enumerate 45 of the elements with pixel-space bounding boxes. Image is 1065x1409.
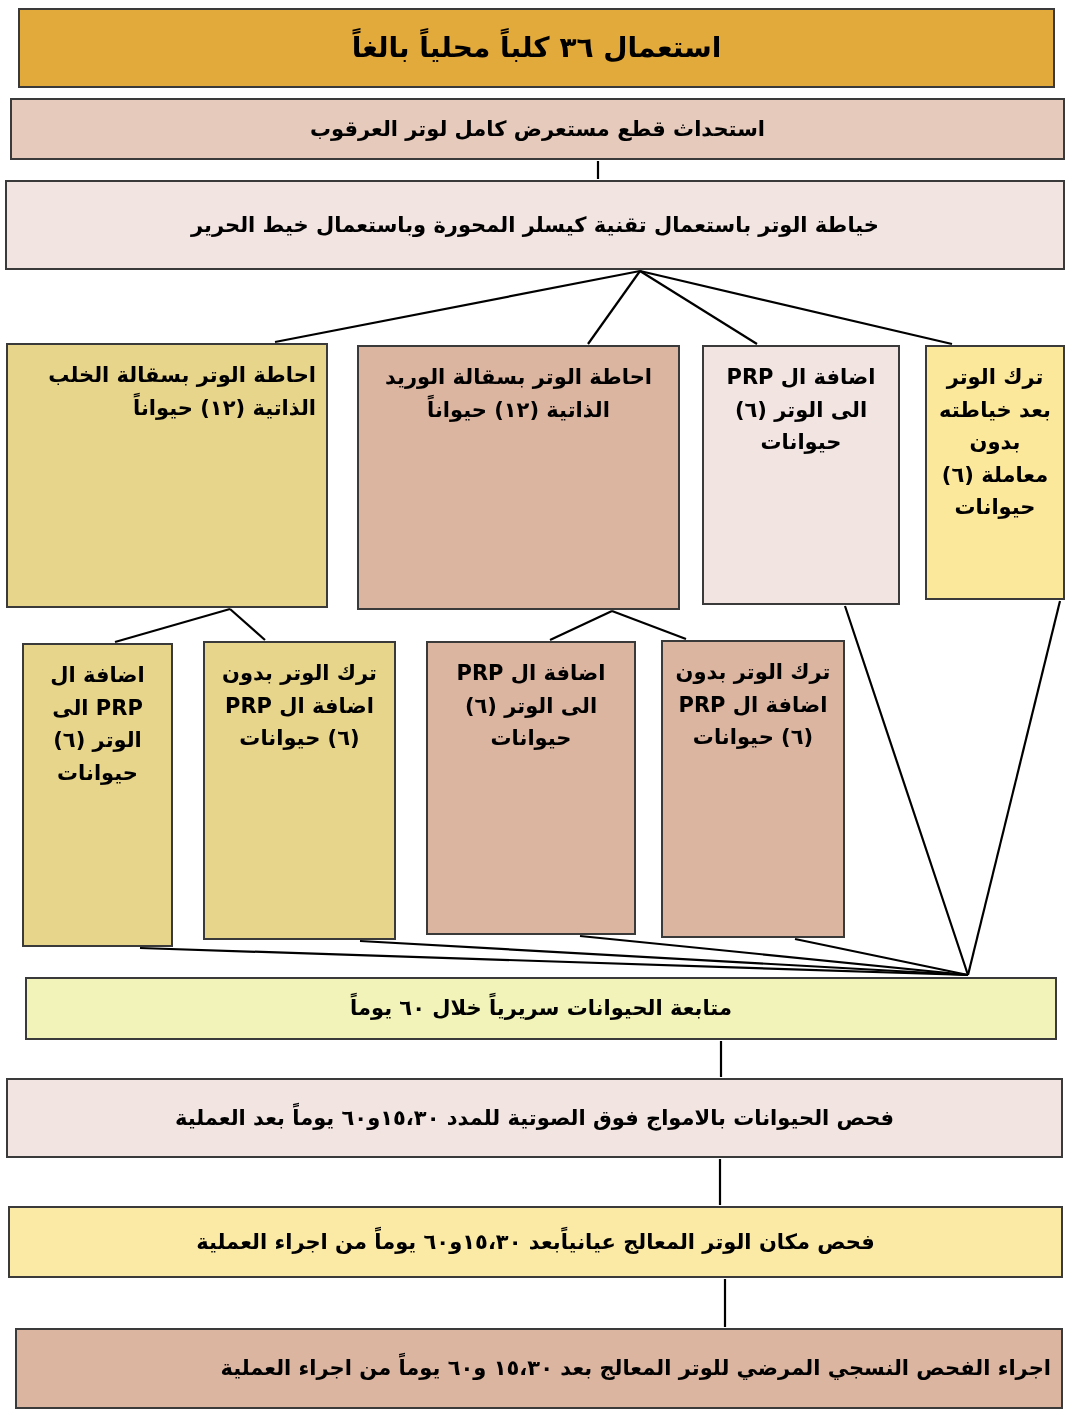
box-text: اجراء الفحص النسجي المرضي للوتر المعالج بعد ١٥،٣٠ و٦٠ يوماً من اجراء العملية (27, 1352, 1051, 1385)
process-box (10, 98, 1065, 160)
box-text: استحداث قطع مستعرض كامل لوتر العرقوب (308, 115, 767, 143)
title-box (18, 8, 1055, 88)
box-text: اضافة ال PRP الى الوتر (٦) حيوانات (725, 364, 877, 457)
connector-line (274, 269, 641, 344)
connector-line (639, 269, 953, 346)
process-box (5, 180, 1065, 270)
group-box (22, 643, 173, 947)
group-box (702, 345, 900, 605)
connector-line (114, 607, 231, 644)
connector-line (587, 270, 641, 345)
connector-line (611, 609, 687, 641)
connector-line (596, 161, 600, 179)
box-text: اضافة ال PRP الى الوتر (٦) حيوانات (49, 662, 146, 787)
box-text: احاطة الوتر بسقالة الخلب الذاتية (١٢) حيواناً (47, 362, 316, 422)
group-box (426, 641, 636, 935)
box-text: ترك الوتر بدون اضافة ال PRP (٦) حيوانات (674, 659, 832, 752)
connector-line (639, 270, 758, 345)
connector-line (549, 610, 613, 641)
group-box (6, 343, 328, 608)
box-text: خياطة الوتر باستعمال تقنية كيسلر المحورة وباستعمال خيط الحرير (189, 211, 880, 239)
connector-line (723, 1279, 727, 1327)
box-text: فحص الحيوانات بالامواج فوق الصوتية للمدد ١٥،٣٠و٦٠ يوماً بعد العملية (18, 1101, 1051, 1135)
connector-line (794, 937, 969, 977)
box-text: ترك الوتر بعد خياطته بدون معاملة (٦) حيوانات (938, 364, 1052, 522)
group-box (661, 640, 845, 938)
process-box (6, 1078, 1063, 1158)
process-box (25, 977, 1057, 1040)
process-box (15, 1328, 1063, 1409)
connector-line (843, 605, 970, 976)
group-box (925, 345, 1065, 600)
group-box (357, 345, 680, 610)
group-box (203, 641, 396, 940)
box-text: استعمال ٣٦ كلباً محلياً بالغاً (30, 26, 1043, 70)
box-text: ترك الوتر بدون اضافة ال PRP (٦) حيوانات (221, 660, 378, 753)
process-box (8, 1206, 1063, 1278)
box-text: متابعة الحيوانات سريرياً خلال ٦٠ يوماً (37, 992, 1045, 1025)
box-text: اضافة ال PRP الى الوتر (٦) حيوانات (455, 660, 607, 753)
connector-line (718, 1159, 722, 1205)
box-text: احاطة الوتر بسقالة الوريد الذاتية (١٢) حيواناً (383, 364, 654, 424)
box-text: فحص مكان الوتر المعالج عيانياًبعد ١٥،٣٠و٦٠ يوماً من اجراء العملية (20, 1225, 1051, 1259)
connector-line (966, 600, 1062, 976)
connector-line (229, 608, 266, 641)
connector-line (719, 1041, 723, 1077)
